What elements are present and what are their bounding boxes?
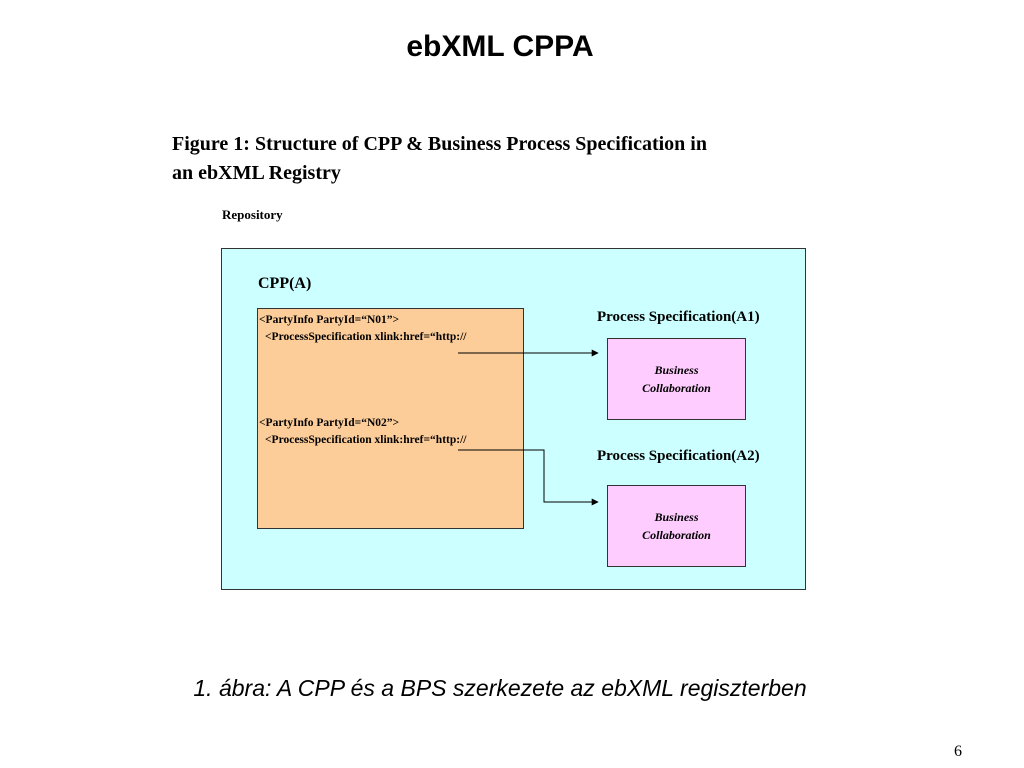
figure-caption: Figure 1: Structure of CPP & Business Pr… bbox=[172, 130, 852, 188]
bc-a1-line1: Business bbox=[654, 363, 699, 377]
figure-caption-line1: Figure 1: Structure of CPP & Business Pr… bbox=[172, 133, 707, 155]
process-spec-ref-1: <ProcessSpecification xlink:href=“http:/… bbox=[265, 331, 467, 343]
party-info-n01: <PartyInfo PartyId=“N01”> bbox=[259, 314, 400, 326]
process-spec-a2-label: Process Specification(A2) bbox=[597, 448, 760, 464]
slide-title: ebXML CPPA bbox=[406, 30, 594, 63]
cpp-label: CPP(A) bbox=[258, 275, 312, 292]
bc-a2-line2: Collaboration bbox=[642, 528, 711, 542]
process-spec-a1-label: Process Specification(A1) bbox=[597, 309, 760, 325]
page-number: 6 bbox=[954, 743, 962, 760]
bottom-caption: 1. ábra: A CPP és a BPS szerkezete az eb… bbox=[193, 675, 807, 701]
repository-label: Repository bbox=[222, 207, 283, 222]
figure-caption-line2: an ebXML Registry bbox=[172, 162, 341, 184]
business-collaboration-a2: Business Collaboration bbox=[607, 485, 746, 567]
party-info-n02: <PartyInfo PartyId=“N02”> bbox=[259, 417, 400, 429]
bc-a2-line1: Business bbox=[654, 510, 699, 524]
process-spec-ref-2: <ProcessSpecification xlink:href=“http:/… bbox=[265, 434, 467, 446]
bc-a1-line2: Collaboration bbox=[642, 381, 711, 395]
business-collaboration-a1: Business Collaboration bbox=[607, 338, 746, 420]
